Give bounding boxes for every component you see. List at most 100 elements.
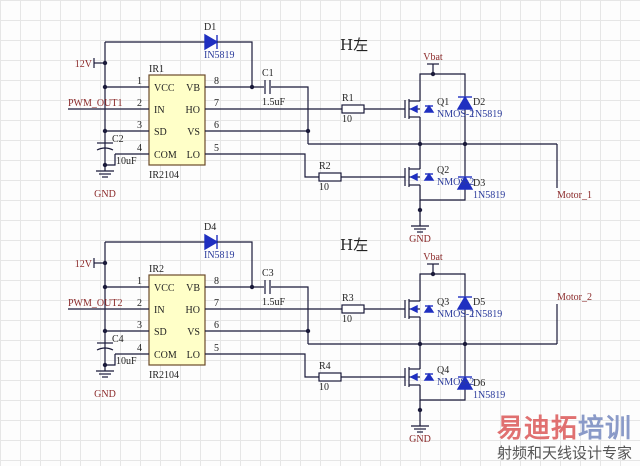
low-diode-part: 1N5819 bbox=[473, 190, 505, 201]
pin-number: 4 bbox=[137, 143, 142, 154]
pin-number: 5 bbox=[214, 143, 219, 154]
body-diode-icon bbox=[423, 172, 435, 181]
pin-number: 1 bbox=[137, 276, 142, 287]
pin-number: 2 bbox=[137, 98, 142, 109]
diode-icon bbox=[204, 233, 219, 251]
low-diode-ref: D3 bbox=[473, 178, 485, 189]
vbat-rail bbox=[419, 273, 466, 301]
boot-cap-value: 1.5uF bbox=[262, 97, 286, 108]
watermark-sub: 射频和天线设计专家 bbox=[496, 444, 632, 462]
pin-name: VB bbox=[186, 283, 200, 294]
supply-label: 12V bbox=[75, 259, 93, 270]
high-diode-part: 1N5819 bbox=[470, 309, 502, 320]
boot-diode-ref: D4 bbox=[204, 222, 216, 233]
low-fet-part: NMOS-2 bbox=[437, 377, 474, 388]
boot-cap-value: 1.5uF bbox=[262, 297, 286, 308]
junction-dot bbox=[102, 260, 108, 266]
capacitor-plate-curved bbox=[96, 147, 114, 151]
low-fet-ref: Q2 bbox=[437, 165, 449, 176]
decoupling-cap-value: 10uF bbox=[116, 156, 137, 167]
pin-name: VS bbox=[187, 127, 200, 138]
pin-number: 8 bbox=[214, 76, 219, 87]
mosfet-arrow-icon bbox=[409, 172, 418, 182]
diode-icon bbox=[456, 295, 474, 310]
motor-label: Motor_2 bbox=[557, 292, 592, 303]
supply-label: 12V bbox=[75, 59, 93, 70]
resistor-icon bbox=[318, 172, 342, 182]
pin-name: IN bbox=[154, 105, 165, 116]
driver-ref: IR2 bbox=[149, 264, 164, 275]
wire bbox=[105, 354, 116, 366]
high-fet-part: NMOS-2 bbox=[437, 309, 474, 320]
high-diode-part: 1N5819 bbox=[470, 109, 502, 120]
pin-name: VCC bbox=[154, 83, 175, 94]
decoupling-cap-value: 10uF bbox=[116, 356, 137, 367]
wire bbox=[271, 86, 309, 144]
boot-diode-part: IN5819 bbox=[204, 250, 235, 261]
body-diode-icon bbox=[423, 304, 435, 313]
low-res-ref: R4 bbox=[319, 361, 331, 372]
high-fet-ref: Q1 bbox=[437, 97, 449, 108]
watermark-logo: 易迪拓培训 射频和天线设计专家 bbox=[497, 414, 632, 462]
pin-name: VCC bbox=[154, 283, 175, 294]
pin-name: HO bbox=[186, 305, 200, 316]
low-res-ref: R2 bbox=[319, 161, 331, 172]
high-res-ref: R1 bbox=[342, 93, 354, 104]
pin-number: 4 bbox=[137, 343, 142, 354]
pin-number: 6 bbox=[214, 320, 219, 331]
diode-icon bbox=[456, 175, 474, 190]
pin-name: LO bbox=[187, 150, 200, 161]
pin-name: COM bbox=[154, 350, 177, 361]
wire bbox=[205, 353, 319, 378]
vbat-label: Vbat bbox=[423, 252, 443, 263]
junction-dot bbox=[102, 60, 108, 66]
watermark-main-a: 易迪拓 bbox=[496, 414, 578, 444]
pin-number: 2 bbox=[137, 298, 142, 309]
high-fet-part: NMOS-2 bbox=[437, 109, 474, 120]
diode-icon bbox=[456, 375, 474, 390]
pin-name: HO bbox=[186, 105, 200, 116]
high-diode-ref: D2 bbox=[473, 97, 485, 108]
watermark-main-b: 培训 bbox=[577, 414, 632, 444]
driver-ic bbox=[148, 74, 206, 166]
mosfet-arrow-icon bbox=[409, 304, 418, 314]
ground-label: GND bbox=[409, 234, 431, 245]
section-title: H左 bbox=[340, 36, 368, 54]
resistor-icon bbox=[341, 304, 365, 314]
pin-name: IN bbox=[154, 305, 165, 316]
mosfet-arrow-icon bbox=[409, 104, 418, 114]
h-bridge-1: H左12VD1IN5819IR1IR21041VCC2IN3SD4COM8VB7… bbox=[68, 22, 592, 245]
high-res-ref: R3 bbox=[342, 293, 354, 304]
vbat-rail bbox=[419, 73, 466, 101]
body-diode-icon bbox=[423, 372, 435, 381]
boot-cap-ref: C3 bbox=[262, 268, 274, 279]
pin-number: 3 bbox=[137, 120, 142, 131]
pin-name: SD bbox=[154, 327, 167, 338]
low-res-value: 10 bbox=[319, 382, 329, 393]
section-title: H左 bbox=[340, 236, 368, 254]
decoupling-cap-ref: C4 bbox=[112, 334, 124, 345]
boot-diode-ref: D1 bbox=[204, 22, 216, 33]
resistor-icon bbox=[318, 372, 342, 382]
driver-part: IR2104 bbox=[149, 370, 179, 381]
pin-number: 1 bbox=[137, 76, 142, 87]
driver-part: IR2104 bbox=[149, 170, 179, 181]
pin-name: SD bbox=[154, 127, 167, 138]
driver-ref: IR1 bbox=[149, 64, 164, 75]
pin-number: 7 bbox=[214, 298, 219, 309]
resistor-icon bbox=[341, 104, 365, 114]
ground-rail bbox=[419, 385, 466, 401]
mosfet-arrow-icon bbox=[409, 372, 418, 382]
high-res-value: 10 bbox=[342, 114, 352, 125]
motor-label: Motor_1 bbox=[557, 190, 592, 201]
low-fet-part: NMOS-2 bbox=[437, 177, 474, 188]
pin-number: 6 bbox=[214, 120, 219, 131]
pin-name: LO bbox=[187, 350, 200, 361]
driver-ic bbox=[148, 274, 206, 366]
high-diode-ref: D5 bbox=[473, 297, 485, 308]
pin-name: VS bbox=[187, 327, 200, 338]
ground-rail bbox=[419, 185, 466, 201]
vbat-label: Vbat bbox=[423, 52, 443, 63]
